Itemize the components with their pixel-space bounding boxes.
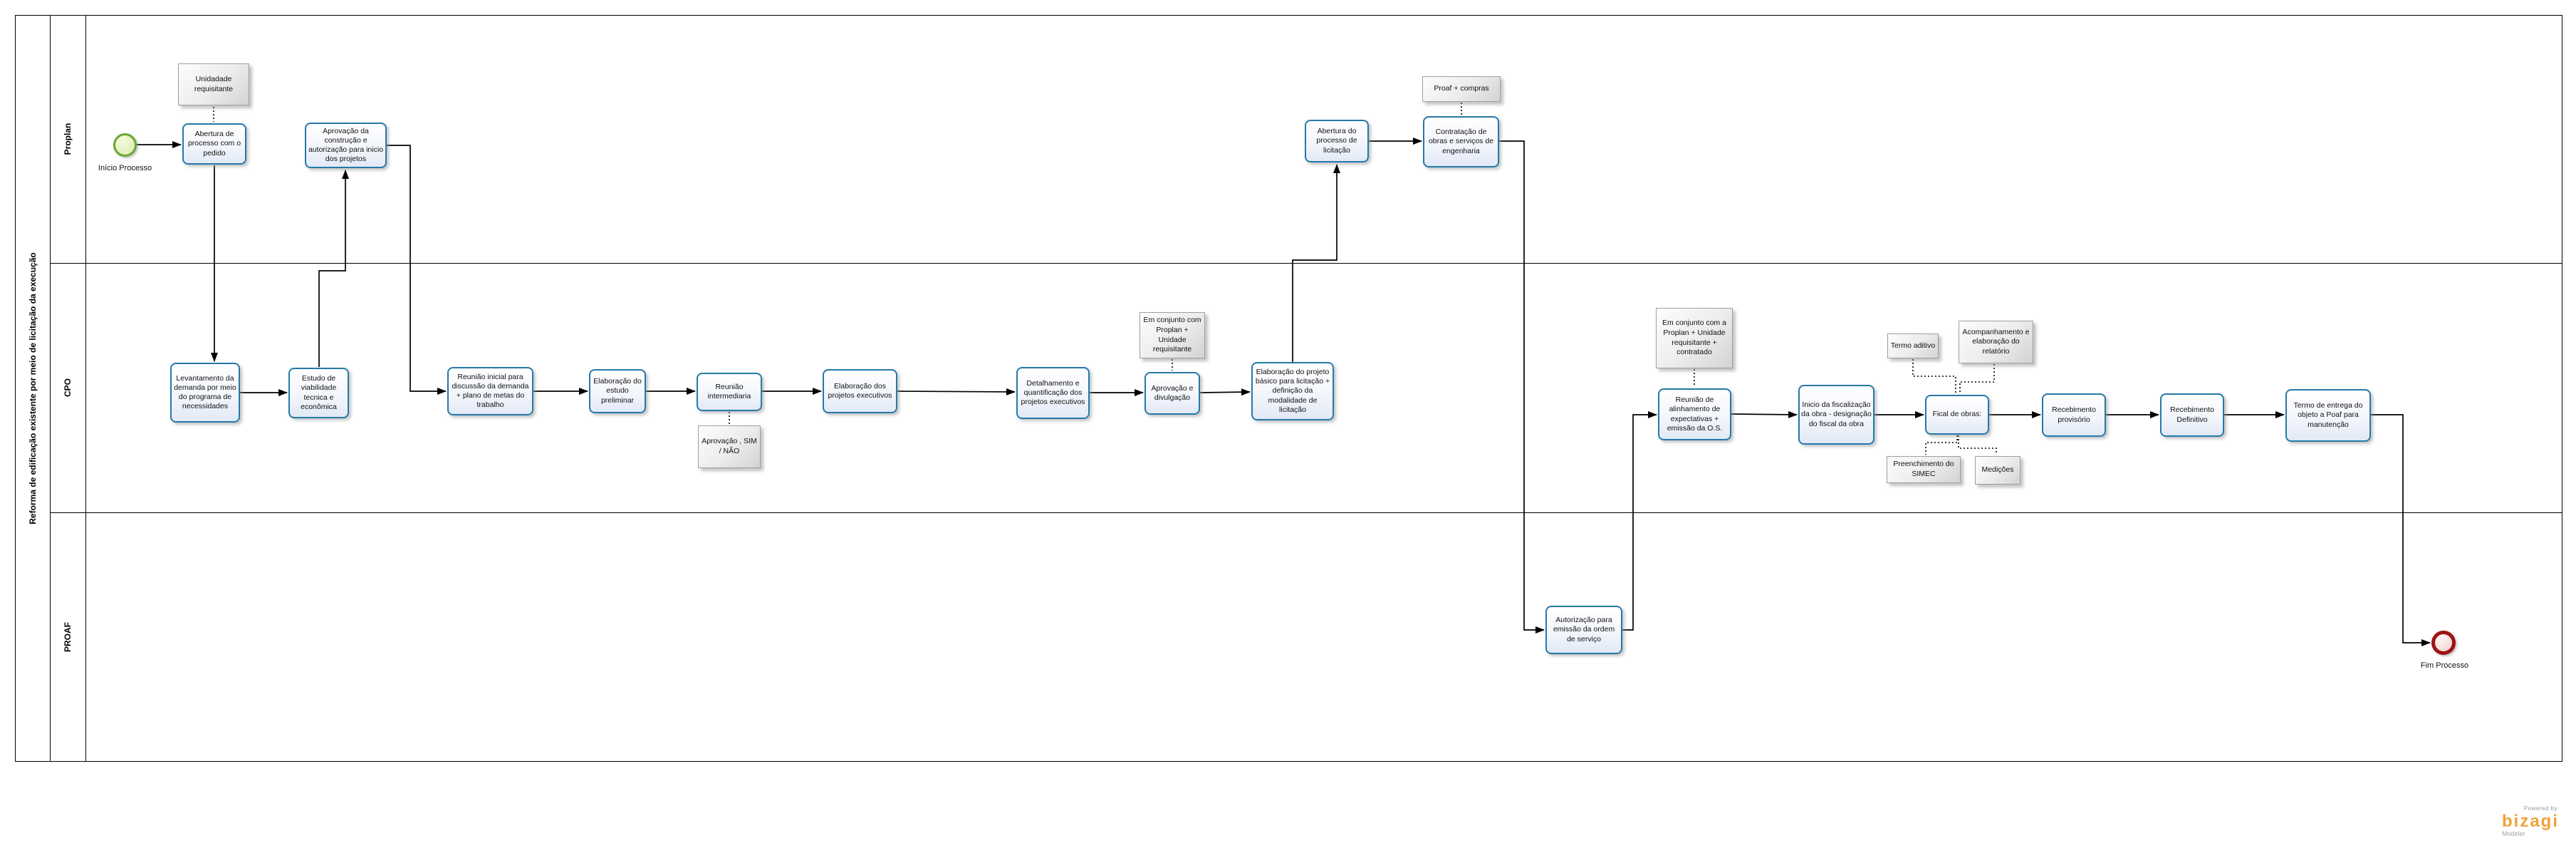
bizagi-logo: bizagi — [2501, 812, 2559, 831]
annotation-label: Unidadade requisitante — [194, 74, 234, 93]
annotation-acompanhamento-relatorio: Acompanhamento e elaboração do relatório — [1959, 321, 2033, 363]
task-label: Fical de obras: — [1932, 410, 1982, 419]
task-detalhamento-quantificacao[interactable]: Detalhamento e quantificação dos projeto… — [1016, 367, 1090, 419]
annotation-label: Acompanhamento e elaboração do relatório — [1962, 327, 2030, 356]
task-label: Autorização para emissão da ordem de ser… — [1553, 616, 1615, 643]
task-levantamento-demanda[interactable]: Levantamento da demanda por meio do prog… — [170, 363, 240, 423]
annotation-medicoes: Medições — [1975, 456, 2020, 485]
annotation-label: Medições — [1981, 465, 2014, 475]
task-label: Termo de entrega do objeto a Poaf para m… — [2293, 401, 2363, 429]
task-inicio-fiscalizacao[interactable]: Inicio da fiscalização da obra - designa… — [1798, 385, 1874, 445]
task-termo-entrega[interactable]: Termo de entrega do objeto a Poaf para m… — [2285, 389, 2371, 442]
lane-label-proplan: Proplan — [63, 123, 73, 155]
task-estudo-preliminar[interactable]: Elaboração do estudo preliminar — [589, 369, 646, 413]
task-label: Elaboração do estudo preliminar — [593, 377, 642, 405]
bizagi-branding: Powered by bizagi Modeler — [2502, 806, 2559, 837]
task-reuniao-inicial[interactable]: Reunião inicial para discussão da demand… — [447, 367, 533, 415]
task-abertura-processo-licitacao[interactable]: Abertura do processo de licitação — [1305, 120, 1369, 162]
start-event-label: Início Processo — [98, 164, 152, 172]
task-fiscal-obras[interactable]: Fical de obras: — [1925, 395, 1989, 435]
task-projeto-basico-licitacao[interactable]: Elaboração do projeto básico para licita… — [1251, 362, 1334, 420]
task-label: Estudo de viabilidade tecnica e econômic… — [301, 374, 337, 411]
task-label: Contratação de obras e serviços de engen… — [1428, 128, 1494, 155]
task-label: Reunião inicial para discussão da demand… — [452, 372, 529, 410]
pool-title-divider — [50, 15, 51, 762]
end-event-label: Fim Processo — [2420, 661, 2469, 670]
task-abertura-processo-pedido[interactable]: Abertura de processo com o pedido — [182, 123, 246, 165]
bizagi-modeler-text: Modeler — [2501, 830, 2525, 837]
task-recebimento-definitivo[interactable]: Recebimento Definitivo — [2160, 393, 2224, 437]
task-reuniao-intermediaria[interactable]: Reunião intermediaria — [697, 373, 762, 411]
annotation-label: Preenchimento do SIMEC — [1893, 460, 1954, 478]
annotation-conjunto-proplan-unidade: Em conjunto com Proplan + Unidade requis… — [1140, 312, 1205, 358]
task-label: Abertura de processo com o pedido — [187, 130, 241, 157]
task-label: Elaboração do projeto básico para licita… — [1255, 368, 1330, 414]
lane-name-divider — [85, 15, 86, 762]
task-label: Levantamento da demanda por meio do prog… — [174, 373, 236, 411]
task-label: Aprovação da construção e autorização pa… — [308, 126, 384, 164]
start-event[interactable] — [113, 133, 137, 157]
annotation-conjunto-proplan-contratado: Em conjunto com a Proplan + Unidade requ… — [1656, 308, 1733, 368]
task-autorizacao-ordem-servico[interactable]: Autorização para emissão da ordem de ser… — [1545, 606, 1622, 654]
annotation-label: Em conjunto com a Proplan + Unidade requ… — [1662, 319, 1726, 357]
powered-by-text: Powered by — [2523, 805, 2557, 812]
annotation-proaf-compras: Proaf + compras — [1422, 76, 1501, 102]
task-projetos-executivos[interactable]: Elaboração dos projetos executivos — [823, 369, 897, 413]
task-label: Recebimento provisório — [2052, 405, 2096, 424]
task-label: Recebimento Definitivo — [2170, 405, 2214, 424]
annotation-label: Em conjunto com Proplan + Unidade requis… — [1143, 316, 1201, 354]
task-aprovacao-divulgacao[interactable]: Aprovação e divulgação — [1144, 372, 1200, 415]
task-label: Reunião intermediaria — [707, 382, 751, 400]
annotation-label: Termo aditivo — [1890, 341, 1936, 350]
annotation-preenchimento-simec: Preenchimento do SIMEC — [1887, 456, 1961, 483]
annotation-label: Aprovação , SIM / NÃO — [702, 437, 757, 455]
task-contratacao-obras[interactable]: Contratação de obras e serviços de engen… — [1423, 116, 1499, 167]
lane-label-cpo: CPO — [63, 378, 73, 398]
task-label: Aprovação e divulgação — [1151, 383, 1194, 402]
task-label: Reunião de alinhamento de expectativas +… — [1667, 395, 1723, 433]
annotation-unidade-requisitante: Unidadade requisitante — [178, 63, 249, 105]
annotation-label: Proaf + compras — [1434, 84, 1489, 93]
process-pool — [15, 15, 2562, 762]
end-event[interactable] — [2431, 631, 2456, 655]
lane-label-proaf: PROAF — [63, 622, 73, 652]
task-recebimento-provisorio[interactable]: Recebimento provisório — [2042, 393, 2106, 437]
lane-divider-cpo-proaf — [50, 512, 2562, 513]
task-label: Abertura do processo de licitação — [1316, 127, 1357, 155]
pool-title: Reforma de edificação existente por meio… — [27, 252, 38, 524]
annotation-aprovacao-sim-nao: Aprovação , SIM / NÃO — [698, 425, 761, 468]
annotation-termo-aditivo: Termo aditivo — [1887, 333, 1939, 358]
task-aprovacao-construcao[interactable]: Aprovação da construção e autorização pa… — [305, 123, 387, 168]
task-label: Elaboração dos projetos executivos — [828, 381, 892, 400]
task-label: Inicio da fiscalização da obra - designa… — [1801, 400, 1872, 428]
lane-divider-proplan-cpo — [50, 263, 2562, 264]
task-estudo-viabilidade[interactable]: Estudo de viabilidade tecnica e econômic… — [288, 368, 349, 418]
task-reuniao-alinhamento[interactable]: Reunião de alinhamento de expectativas +… — [1658, 388, 1731, 440]
task-label: Detalhamento e quantificação dos projeto… — [1021, 378, 1085, 407]
